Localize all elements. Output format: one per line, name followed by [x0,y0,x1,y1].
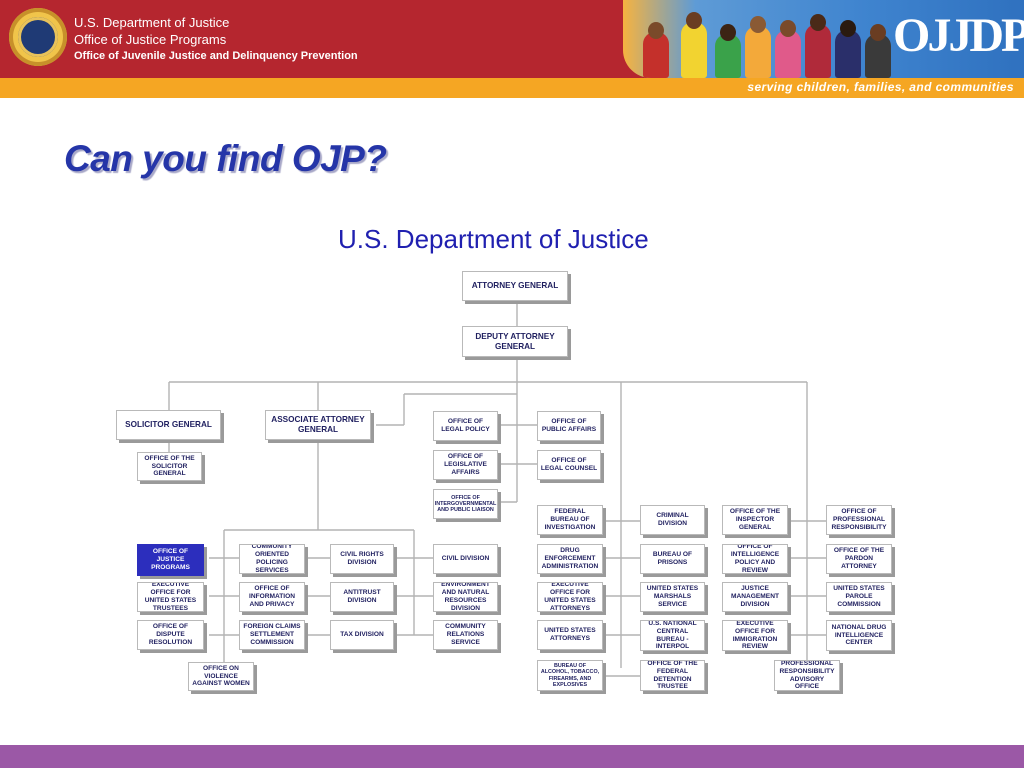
box-criminal-division: CRIMINAL DIVISION [640,505,705,535]
box-office-of-inspector-general: OFFICE OF THE INSPECTOR GENERAL [722,505,788,535]
box-office-of-intergovernmental-public-liaison: OFFICE OF INTERGOVERNMENTAL AND PUBLIC L… [433,489,498,519]
box-deputy-attorney-general: DEPUTY ATTORNEY GENERAL [462,326,568,357]
box-tax-division: TAX DIVISION [330,620,394,650]
box-us-parole-commission: UNITED STATES PAROLE COMMISSION [826,582,892,612]
box-bureau-of-prisons: BUREAU OF PRISONS [640,544,705,574]
agency-name-ojjdp: Office of Juvenile Justice and Delinquen… [74,50,358,62]
box-justice-management-division: JUSTICE MANAGEMENT DIVISION [722,582,788,612]
box-executive-office-us-attorneys: EXECUTIVE OFFICE FOR UNITED STATES ATTOR… [537,582,603,612]
box-environment-natural-resources: ENVIRONMENT AND NATURAL RESOURCES DIVISI… [433,582,498,612]
box-office-of-justice-programs: OFFICE OF JUSTICE PROGRAMS [137,544,204,576]
org-chart-title: U.S. Department of Justice [338,224,649,254]
box-office-of-pardon-attorney: OFFICE OF THE PARDON ATTORNEY [826,544,892,574]
box-us-marshals-service: UNITED STATES MARSHALS SERVICE [640,582,705,612]
box-solicitor-general: SOLICITOR GENERAL [116,410,221,440]
box-office-of-legal-policy: OFFICE OF LEGAL POLICY [433,411,498,441]
box-attorney-general: ATTORNEY GENERAL [462,271,568,301]
box-united-states-attorneys: UNITED STATES ATTORNEYS [537,620,603,650]
box-associate-attorney-general: ASSOCIATE ATTORNEY GENERAL [265,410,371,440]
box-national-drug-intelligence-center: NATIONAL DRUG INTELLIGENCE CENTER [826,620,892,651]
box-civil-division: CIVIL DIVISION [433,544,498,574]
box-professional-responsibility-advisory-office: PROFESSIONAL RESPONSIBILITY ADVISORY OFF… [774,660,840,691]
doj-seal-icon [9,8,67,66]
children-photo [623,0,1024,78]
box-federal-bureau-of-investigation: FEDERAL BUREAU OF INVESTIGATION [537,505,603,535]
box-office-of-federal-detention-trustee: OFFICE OF THE FEDERAL DETENTION TRUSTEE [640,660,705,691]
box-foreign-claims-settlement: FOREIGN CLAIMS SETTLEMENT COMMISSION [239,620,305,650]
header-gold-band [0,78,1024,98]
box-office-of-solicitor-general: OFFICE OF THE SOLICITOR GENERAL [137,452,202,481]
footer-bar [0,745,1024,768]
box-community-relations-service: COMMUNITY RELATIONS SERVICE [433,620,498,650]
box-office-of-professional-responsibility: OFFICE OF PROFESSIONAL RESPONSIBILITY [826,505,892,535]
box-antitrust-division: ANTITRUST DIVISION [330,582,394,612]
box-executive-office-immigration-review: EXECUTIVE OFFICE FOR IMMIGRATION REVIEW [722,620,788,651]
box-us-national-central-bureau-interpol: U.S. NATIONAL CENTRAL BUREAU - INTERPOL [640,620,705,651]
box-bureau-of-alcohol-tobacco-firearms: BUREAU OF ALCOHOL, TOBACCO, FIREARMS, AN… [537,660,603,691]
header-banner: U.S. Department of Justice Office of Jus… [0,0,1024,98]
box-executive-office-us-trustees: EXECUTIVE OFFICE FOR UNITED STATES TRUST… [137,582,204,612]
box-office-of-legal-counsel: OFFICE OF LEGAL COUNSEL [537,450,601,480]
box-civil-rights-division: CIVIL RIGHTS DIVISION [330,544,394,574]
tagline: serving children, families, and communit… [747,80,1014,94]
box-community-oriented-policing: COMMUNITY ORIENTED POLICING SERVICES [239,544,305,574]
agency-name-doj: U.S. Department of Justice [74,15,230,30]
slide-title: Can you find OJP? [64,138,387,179]
box-office-of-information-privacy: OFFICE OF INFORMATION AND PRIVACY [239,582,305,612]
box-office-of-legislative-affairs: OFFICE OF LEGISLATIVE AFFAIRS [433,450,498,480]
box-office-of-public-affairs: OFFICE OF PUBLIC AFFAIRS [537,411,601,441]
ojjdp-logo: OJJDP [893,9,1024,62]
box-office-of-dispute-resolution: OFFICE OF DISPUTE RESOLUTION [137,620,204,650]
box-office-on-violence-against-women: OFFICE ON VIOLENCE AGAINST WOMEN [188,662,254,691]
box-office-of-intelligence-policy-review: OFFICE OF INTELLIGENCE POLICY AND REVIEW [722,544,788,574]
agency-name-ojp: Office of Justice Programs [74,32,227,47]
box-drug-enforcement-administration: DRUG ENFORCEMENT ADMINISTRATION [537,544,603,574]
